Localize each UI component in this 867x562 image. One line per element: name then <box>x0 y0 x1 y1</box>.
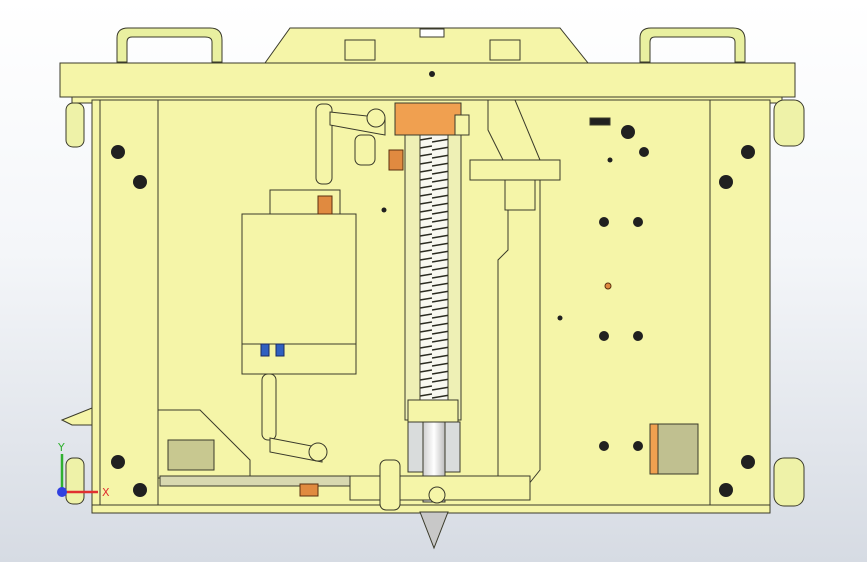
panel-hole <box>633 217 643 227</box>
left-handle <box>116 27 223 63</box>
panel-hole <box>633 441 643 451</box>
upper-link <box>315 103 333 185</box>
wheel-right-bottom <box>773 457 805 507</box>
frame-hole <box>133 175 147 189</box>
panel-hole <box>599 331 609 341</box>
frame-hole <box>111 145 125 159</box>
frame-hole <box>719 175 733 189</box>
panel-hole <box>621 125 635 139</box>
small-hole <box>607 157 613 163</box>
wheel-left-top <box>65 102 85 148</box>
upper-arm <box>354 134 376 166</box>
wheel-right-top <box>773 99 805 147</box>
right-bracket <box>469 159 561 181</box>
frame-hole <box>133 483 147 497</box>
right-slot <box>589 117 611 126</box>
bracket-window <box>167 439 215 471</box>
piston-tip <box>419 511 449 550</box>
model-geometry <box>649 423 659 475</box>
model-geometry <box>504 179 536 211</box>
panel-hole <box>599 217 609 227</box>
spring-shaft <box>419 134 449 401</box>
view-triad[interactable]: X Y <box>48 440 118 510</box>
bottom-chain <box>159 475 361 487</box>
spring-base <box>407 399 459 423</box>
orange-fitting <box>299 483 319 497</box>
right-handle <box>639 27 746 63</box>
hood-bracket <box>489 39 521 61</box>
model-geometry <box>428 486 446 504</box>
blue-fitting <box>260 343 270 357</box>
lower-link <box>261 373 277 441</box>
small-hole <box>381 207 387 213</box>
model-geometry <box>454 114 470 136</box>
orange-dot <box>604 282 612 290</box>
frame-hole <box>741 455 755 469</box>
left-rail <box>99 99 159 514</box>
triad-x-label: X <box>102 486 110 499</box>
panel-hole <box>633 331 643 341</box>
orange-fitting <box>388 149 404 171</box>
frame-hole <box>741 145 755 159</box>
lower-crank <box>269 437 323 463</box>
model-geometry <box>379 459 401 511</box>
hood-label <box>419 28 445 38</box>
left-latch <box>60 407 93 426</box>
right-rail <box>709 99 771 514</box>
model-geometry <box>111 71 755 497</box>
triad-y-label: Y <box>57 441 65 454</box>
small-hole <box>557 315 563 321</box>
hood-bracket <box>344 39 376 61</box>
model-geometry <box>260 343 285 357</box>
frame-hole <box>719 483 733 497</box>
model-geometry <box>299 149 612 497</box>
triad-z-axis <box>57 487 67 497</box>
panel-hole <box>639 147 649 157</box>
model-geometry <box>59 27 805 550</box>
model-geometry <box>366 108 386 128</box>
small-hole <box>429 71 435 77</box>
control-box-bottom <box>241 343 357 375</box>
orange-block <box>394 102 462 136</box>
blue-fitting <box>275 343 285 357</box>
model-geometry <box>308 442 328 462</box>
top-beam <box>59 62 796 98</box>
orange-fitting <box>317 195 333 215</box>
panel-hole <box>599 441 609 451</box>
frame-hole <box>111 455 125 469</box>
